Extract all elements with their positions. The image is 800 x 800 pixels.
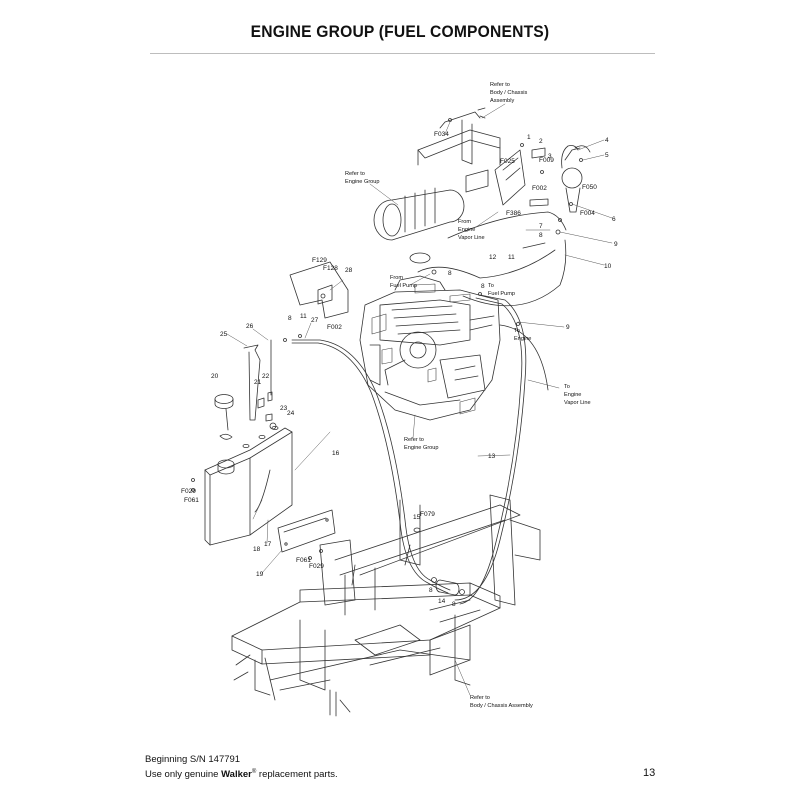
part-label-F050: F050: [582, 184, 597, 191]
footer-text-pre: Use only genuine: [145, 769, 222, 781]
body-chassis-bracket: [417, 107, 501, 166]
part-label-F079: F079: [420, 511, 435, 518]
callout-from-fuel-pump: From Fuel Pump: [390, 275, 417, 289]
page-title: ENGINE GROUP (FUEL COMPONENTS): [250, 22, 550, 41]
part-label-9: 9: [566, 324, 570, 331]
part-label-F029: F029: [181, 488, 196, 495]
part-label-8: 8: [481, 283, 485, 290]
part-label-3: 3: [548, 153, 552, 160]
text-callouts: Refer to Body / Chassis Assembly Refer t…: [345, 82, 591, 709]
hose-4: [561, 145, 579, 169]
part-label-13: 13: [488, 453, 496, 460]
tank-fittings: [257, 391, 277, 430]
leader-lines: [226, 103, 613, 696]
engine-detail: [371, 283, 476, 415]
part-label-19: 19: [256, 571, 264, 578]
part-label-23: 23: [280, 405, 288, 412]
part-label-16: 16: [332, 450, 340, 457]
part-label-5: 5: [605, 152, 609, 159]
part-label-F128: F128: [323, 265, 338, 272]
callout-refer-body-chassis-bottom: Refer to Body / Chassis Assembly: [470, 695, 533, 709]
tank-strap: [277, 509, 336, 553]
part-label-21: 21: [254, 379, 262, 386]
title-divider: [150, 53, 655, 54]
part-label-F061: F061: [296, 557, 311, 564]
part-label-F002: F002: [532, 185, 547, 192]
part-label-F025: F025: [500, 158, 515, 165]
part-label-15: 15: [413, 514, 421, 521]
hose-12: [417, 249, 556, 279]
part-label-12: 12: [489, 254, 497, 261]
charcoal-canister: [494, 147, 549, 207]
part-labels: 1 2 3 4 5 6 7 8 8 8 8 8 8 9 9 10 11 11 1…: [181, 131, 618, 608]
vapor-hose-right: [499, 324, 549, 391]
footer-genuine-parts: Use only genuine Walker® replacement par…: [145, 766, 338, 781]
callout-refer-engine-group-top: Refer to Engine Group: [345, 171, 380, 185]
part-label-4: 4: [605, 137, 609, 144]
callout-to-engine: To Engine: [514, 328, 531, 342]
part-label-27: 27: [311, 317, 319, 324]
part-label-F004: F004: [580, 210, 595, 217]
footer-registered: ®: [251, 769, 257, 775]
part-label-24: 24: [287, 410, 295, 417]
footer-serial: Beginning S/N 147791: [145, 754, 241, 765]
callout-refer-body-chassis-top: Refer to Body / Chassis Assembly: [490, 82, 529, 104]
footer-text-post: replacement parts.: [256, 769, 338, 781]
part-label-F029: F029: [309, 563, 324, 570]
part-label-F009: F009: [539, 157, 554, 164]
part-label-6: 6: [612, 216, 616, 223]
air-cleaner: [373, 169, 489, 264]
engine: [359, 275, 501, 421]
part-label-17: 17: [264, 541, 272, 548]
part-label-8: 8: [429, 587, 433, 594]
part-label-1: 1: [527, 134, 531, 141]
part-label-7: 7: [539, 223, 543, 230]
part-label-22: 22: [262, 373, 270, 380]
part-label-20: 20: [211, 373, 219, 380]
callout-to-engine-vapor-line: To Engine Vapor Line: [564, 384, 591, 406]
hose-10: [462, 239, 567, 307]
part-label-2: 2: [539, 138, 543, 145]
part-label-F061: F061: [184, 497, 199, 504]
footer-brand: Walker: [221, 769, 252, 781]
hose-13: [454, 294, 527, 601]
part-label-14: 14: [438, 598, 446, 605]
part-label-28: 28: [345, 267, 353, 274]
hose-27: [291, 339, 451, 591]
part-label-8: 8: [448, 270, 452, 277]
callout-from-engine-vapor-line: From Engine Vapor Line: [458, 219, 485, 241]
clamp-15: [413, 527, 421, 533]
vapor-valve: [561, 145, 591, 213]
part-label-11: 11: [300, 313, 307, 320]
part-label-8: 8: [288, 315, 292, 322]
callout-to-fuel-pump: To Fuel Pump: [488, 283, 515, 297]
callout-refer-engine-group-bottom: Refer to Engine Group: [404, 437, 439, 451]
fuel-cap: [214, 394, 234, 440]
part-label-8: 8: [452, 601, 456, 608]
part-label-F129: F129: [312, 257, 327, 264]
part-label-11: 11: [508, 254, 515, 261]
page-number: 13: [643, 767, 656, 779]
inline-fuel-filter: [431, 577, 465, 596]
part-label-25: 25: [220, 331, 228, 338]
part-label-18: 18: [253, 546, 261, 553]
hose-27-inner: [291, 342, 449, 594]
part-label-F002: F002: [327, 324, 342, 331]
hose-13-inner: [459, 297, 523, 605]
fuel-pump-bracket: [289, 261, 349, 319]
fuel-tank: [204, 425, 293, 546]
part-label-9: 9: [614, 241, 618, 248]
part-label-F386: F386: [506, 210, 521, 217]
part-label-10: 10: [604, 263, 612, 270]
fuel-sender: [243, 344, 261, 421]
part-label-8: 8: [539, 232, 543, 239]
part-label-F034: F034: [434, 131, 449, 138]
part-label-26: 26: [246, 323, 254, 330]
